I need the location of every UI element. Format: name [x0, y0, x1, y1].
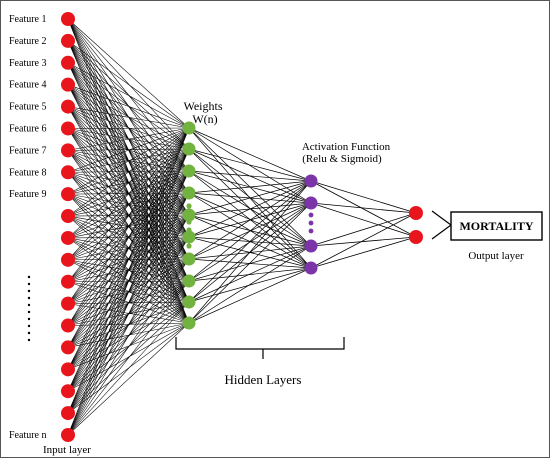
activation-label: Activation Function — [302, 141, 391, 153]
weights-label: Weights — [183, 99, 222, 113]
ellipsis-dot — [28, 290, 30, 292]
hidden2-node — [305, 240, 318, 253]
input-node — [61, 319, 75, 333]
feature-label: Feature 4 — [9, 80, 47, 91]
connection-line — [311, 181, 416, 237]
input-node — [61, 165, 75, 179]
weights-sub-label: W(n) — [192, 112, 217, 126]
ellipsis-dot — [186, 203, 191, 208]
ellipsis-dot — [28, 304, 30, 306]
ellipsis-dot — [28, 283, 30, 285]
input-node — [61, 340, 75, 354]
feature-label: Feature 5 — [9, 102, 47, 113]
ellipsis-dot — [28, 311, 30, 313]
ellipsis-dot — [186, 227, 191, 232]
connection-line — [189, 246, 311, 323]
ellipsis-dot — [28, 332, 30, 334]
hidden2-node — [305, 262, 318, 275]
connection-line — [189, 268, 311, 302]
feature-label: Feature n — [9, 430, 47, 441]
ellipsis-dot — [186, 211, 191, 216]
ellipsis-dot — [28, 339, 30, 341]
connection-line — [68, 149, 189, 238]
input-node — [61, 428, 75, 442]
input-node — [61, 297, 75, 311]
hidden1-node — [183, 275, 196, 288]
input-node — [61, 56, 75, 70]
connection-line — [68, 41, 189, 128]
hidden-layers-label: Hidden Layers — [225, 372, 302, 387]
connection-line — [189, 181, 311, 193]
input-node — [61, 78, 75, 92]
ellipsis-dot — [309, 229, 314, 234]
activation-sub-label: (Relu & Sigmoid) — [302, 153, 382, 165]
feature-label: Feature 1 — [9, 14, 47, 25]
input-node — [61, 187, 75, 201]
output-layer-label: Output layer — [468, 250, 524, 262]
ellipsis-dot — [186, 243, 191, 248]
feature-label: Feature 7 — [9, 145, 47, 156]
input-node — [61, 209, 75, 223]
feature-label: Feature 6 — [9, 123, 47, 134]
connection-line — [68, 323, 189, 347]
input-node — [61, 231, 75, 245]
output-node — [409, 206, 423, 220]
hidden1-node — [183, 296, 196, 309]
hidden1-node — [183, 165, 196, 178]
ellipsis-dot — [28, 325, 30, 327]
output-node — [409, 230, 423, 244]
input-node — [61, 253, 75, 267]
hidden2-node — [305, 197, 318, 210]
feature-label: Feature 3 — [9, 58, 47, 69]
feature-label: Feature 9 — [9, 189, 47, 200]
feature-labels: Feature 1 Feature 2 Feature 3 Feature 4 Feat… — [9, 14, 47, 441]
connection-line — [68, 259, 189, 435]
output-arrow — [432, 211, 451, 239]
hidden1-node — [183, 253, 196, 266]
ellipsis-dot — [28, 297, 30, 299]
input-node — [61, 384, 75, 398]
hidden1-node — [183, 317, 196, 330]
ellipsis-dot — [309, 213, 314, 218]
connection-line — [68, 107, 189, 149]
connection-line — [189, 268, 311, 281]
connection-line — [68, 85, 189, 128]
input-node — [61, 121, 75, 135]
input-layer-label: Input layer — [43, 444, 91, 456]
input-node — [61, 406, 75, 420]
input-node — [61, 143, 75, 157]
connection-line — [189, 171, 311, 246]
mortality-label: MORTALITY — [459, 219, 533, 233]
hidden-layers-brace — [176, 337, 344, 359]
ellipsis-dot — [309, 221, 314, 226]
hidden1-node — [183, 187, 196, 200]
connection-line — [189, 128, 311, 181]
hidden2-node — [305, 175, 318, 188]
connection-line — [311, 213, 416, 268]
connection-line — [189, 268, 311, 323]
connection-line — [189, 181, 311, 281]
input-node — [61, 275, 75, 289]
feature-label: Feature 2 — [9, 36, 47, 47]
connection-line — [311, 213, 416, 246]
connection-line — [189, 128, 311, 203]
hidden1-node — [183, 143, 196, 156]
connection-line — [189, 246, 311, 302]
input-node — [61, 362, 75, 376]
input-node — [61, 12, 75, 26]
feature-label: Feature 8 — [9, 167, 47, 178]
connection-line — [189, 181, 311, 323]
ellipsis-dot — [186, 235, 191, 240]
ellipsis-dot — [28, 276, 30, 278]
input-node — [61, 34, 75, 48]
ellipsis-dot — [28, 318, 30, 320]
ellipsis-dot — [186, 219, 191, 224]
input-node — [61, 100, 75, 114]
